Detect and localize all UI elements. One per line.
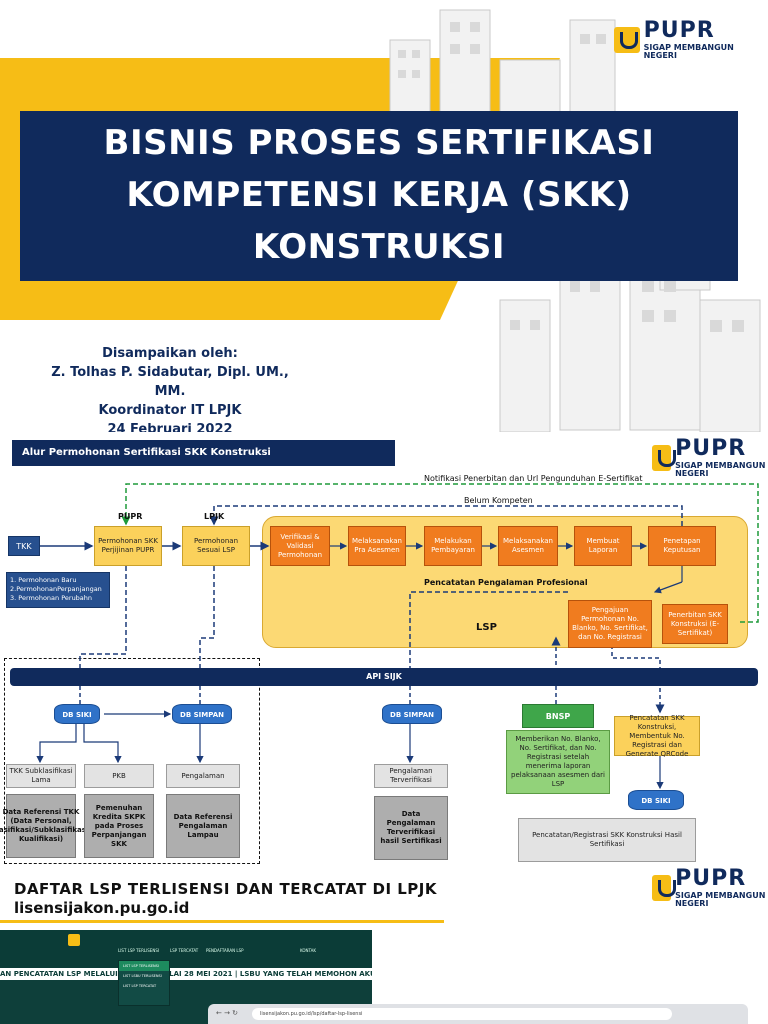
bnsp-description: Memberikan No. Blanko, No. Sertifikat, d… xyxy=(506,730,610,794)
website-topbar: LIST LSP TERLISENSI LSP TERCATAT PENDAFT… xyxy=(0,930,372,968)
browser-screenshot: ← → ↻ lisensijakon.pu.go.id/lsp/daftar-l… xyxy=(208,1004,748,1024)
label-pencatatan-pengalaman: Pencatatan Pengalaman Profesional xyxy=(424,578,588,587)
permohonan-type-2: 2.PermohonanPerpanjangan xyxy=(10,585,102,593)
slide-title-box: BISNIS PROSES SERTIFIKASI KOMPETENSI KER… xyxy=(20,111,738,281)
slide-lsp-list: DAFTAR LSP TERLISENSI DAN TERCATAT DI LP… xyxy=(0,864,768,1024)
slide-title: PUPR SIGAP MEMBANGUN NEGERI BISNIS PROSE… xyxy=(0,0,768,432)
db-simpan: DB SIMPAN xyxy=(172,704,232,724)
browser-nav-icon[interactable]: ← → ↻ xyxy=(216,1009,239,1017)
slide-flow: Alur Permohonan Sertifikasi SKK Konstruk… xyxy=(0,432,768,864)
browser-address-bar[interactable]: lisensijakon.pu.go.id/lsp/daftar-lsp-lis… xyxy=(252,1008,672,1020)
lsp-list-url: lisensijakon.pu.go.id xyxy=(14,899,190,917)
lsp-step-1: Verifikasi & Validasi Permohonan xyxy=(270,526,330,566)
tkk-box: TKK xyxy=(8,536,40,556)
pencatatan-hasil-box: Pencatatan/Registrasi SKK Konstruksi Has… xyxy=(518,818,696,862)
title-line-2: KOMPETENSI KERJA (SKK) xyxy=(126,175,632,215)
nav-dropdown[interactable]: LIST LSP TERLISENSI LIST LSBU TERLISENSI… xyxy=(118,960,170,1006)
lsp-step-4: Melaksanakan Asesmen xyxy=(498,526,558,566)
brand-tagline: SIGAP MEMBANGUN NEGERI xyxy=(643,43,734,60)
label-notifikasi: Notifikasi Penerbitan dan Url Pengunduha… xyxy=(424,474,643,483)
dropdown-item-3[interactable]: LIST LSP TERCATAT xyxy=(123,984,157,988)
col-body-pengalaman: Data Referensi Pengalaman Lampau xyxy=(166,794,240,858)
col-head-pkb: PKB xyxy=(84,764,154,788)
permohonan-type-3: 3. Permohonan Perubahn xyxy=(10,594,93,602)
brand-tagline: SIGAP MEMBANGUN NEGERI xyxy=(675,891,766,908)
penerbitan-box: Penerbitan SKK Konstruksi (E-Sertifikat) xyxy=(662,604,728,644)
presenter-name: Z. Tolhas P. Sidabutar, Dipl. UM., MM. xyxy=(51,365,289,399)
col-head-tkk: TKK Subklasifikasi Lama xyxy=(6,764,76,788)
presenter-intro: Disampaikan oleh: xyxy=(102,346,238,361)
lsp-step-3: Melakukan Pembayaran xyxy=(424,526,482,566)
brand-name: PUPR xyxy=(675,866,747,891)
col-head-pengalaman-terverifikasi: Pengalaman Terverifikasi xyxy=(374,764,448,788)
pupr-logo: PUPR SIGAP MEMBANGUN NEGERI xyxy=(652,438,768,478)
presenter-info: Disampaikan oleh: Z. Tolhas P. Sidabutar… xyxy=(40,344,300,432)
pupr-emblem-icon xyxy=(652,445,677,471)
lpjk-box: Permohonan Sesuai LSP xyxy=(182,526,250,566)
brand-name: PUPR xyxy=(675,436,747,461)
lsp-step-2: Melaksanakan Pra Asesmen xyxy=(348,526,406,566)
presenter-role: Koordinator IT LPJK xyxy=(98,403,242,418)
brand-tagline: SIGAP MEMBANGUN NEGERI xyxy=(675,461,766,478)
pupr-box: Permohonan SKK Perjijinan PUPR xyxy=(94,526,162,566)
dropdown-item-2[interactable]: LIST LSBU TERLISENSI xyxy=(123,974,162,978)
permohonan-types: 1. Permohonan Baru 2.PermohonanPerpanjan… xyxy=(6,572,110,608)
lsp-step-5: Membuat Laporan xyxy=(574,526,632,566)
pupr-logo: PUPR SIGAP MEMBANGUN NEGERI xyxy=(614,20,768,60)
nav-item-3[interactable]: PENDAFTARAN LSP xyxy=(206,948,244,953)
pupr-emblem-icon xyxy=(614,27,640,53)
label-lpjk: LPJK xyxy=(204,512,225,521)
lsp-list-title: DAFTAR LSP TERLISENSI DAN TERCATAT DI LP… xyxy=(14,880,438,898)
label-belum-kompeten: Belum Kompeten xyxy=(464,496,533,505)
website-screenshot: LIST LSP TERLISENSI LSP TERCATAT PENDAFT… xyxy=(0,930,372,1024)
site-logo-icon xyxy=(68,934,80,946)
permohonan-type-1: 1. Permohonan Baru xyxy=(10,576,77,584)
nav-item-4[interactable]: KONTAK xyxy=(300,948,317,953)
col-body-pkb: Pemenuhan Kredita SKPK pada Proses Perpa… xyxy=(84,794,154,858)
title-line-1: BISNIS PROSES SERTIFIKASI xyxy=(103,123,655,163)
lsp-step-6: Penetapan Keputusan xyxy=(648,526,716,566)
label-lsp: LSP xyxy=(476,622,497,633)
pupr-emblem-icon xyxy=(652,875,677,901)
col-body-tkk: Data Referensi TKK (Data Personal, Klasi… xyxy=(0,794,91,858)
pencatatan-skk-box: Pencatatan SKK Konstruksi, Membentuk No.… xyxy=(614,714,700,758)
news-ticker: AN PENCATATAN LSP MELALUI APLIKASI ... L… xyxy=(0,968,372,980)
flow-header: Alur Permohonan Sertifikasi SKK Konstruk… xyxy=(12,440,395,466)
db-simpan-2: DB SIMPAN xyxy=(382,704,442,724)
bnsp-box: BNSP xyxy=(522,704,594,728)
brand-name: PUPR xyxy=(643,18,715,43)
db-siki: DB SIKI xyxy=(54,704,100,724)
pupr-logo: PUPR SIGAP MEMBANGUN NEGERI xyxy=(652,868,768,908)
col-body-pengalaman-terverifikasi: Data Pengalaman Terverifikasi hasil Sert… xyxy=(374,796,448,860)
col-head-pengalaman: Pengalaman xyxy=(166,764,240,788)
presentation-date: 24 Februari 2022 xyxy=(107,422,233,432)
label-pupr: PUPR xyxy=(118,512,143,521)
nav-item-1[interactable]: LIST LSP TERLISENSI xyxy=(118,948,160,953)
pengajuan-box: Pengajuan Permohonan No. Blanko, No. Ser… xyxy=(568,600,652,648)
db-siki-2: DB SIKI xyxy=(628,790,684,810)
nav-item-2[interactable]: LSP TERCATAT xyxy=(170,948,199,953)
title-underline xyxy=(0,920,444,923)
api-sijk-bar: API SIJK xyxy=(10,668,758,686)
title-line-3: KONSTRUKSI xyxy=(252,227,506,267)
lpjk-dashed-region xyxy=(4,658,260,864)
dropdown-item-1[interactable]: LIST LSP TERLISENSI xyxy=(119,961,169,971)
